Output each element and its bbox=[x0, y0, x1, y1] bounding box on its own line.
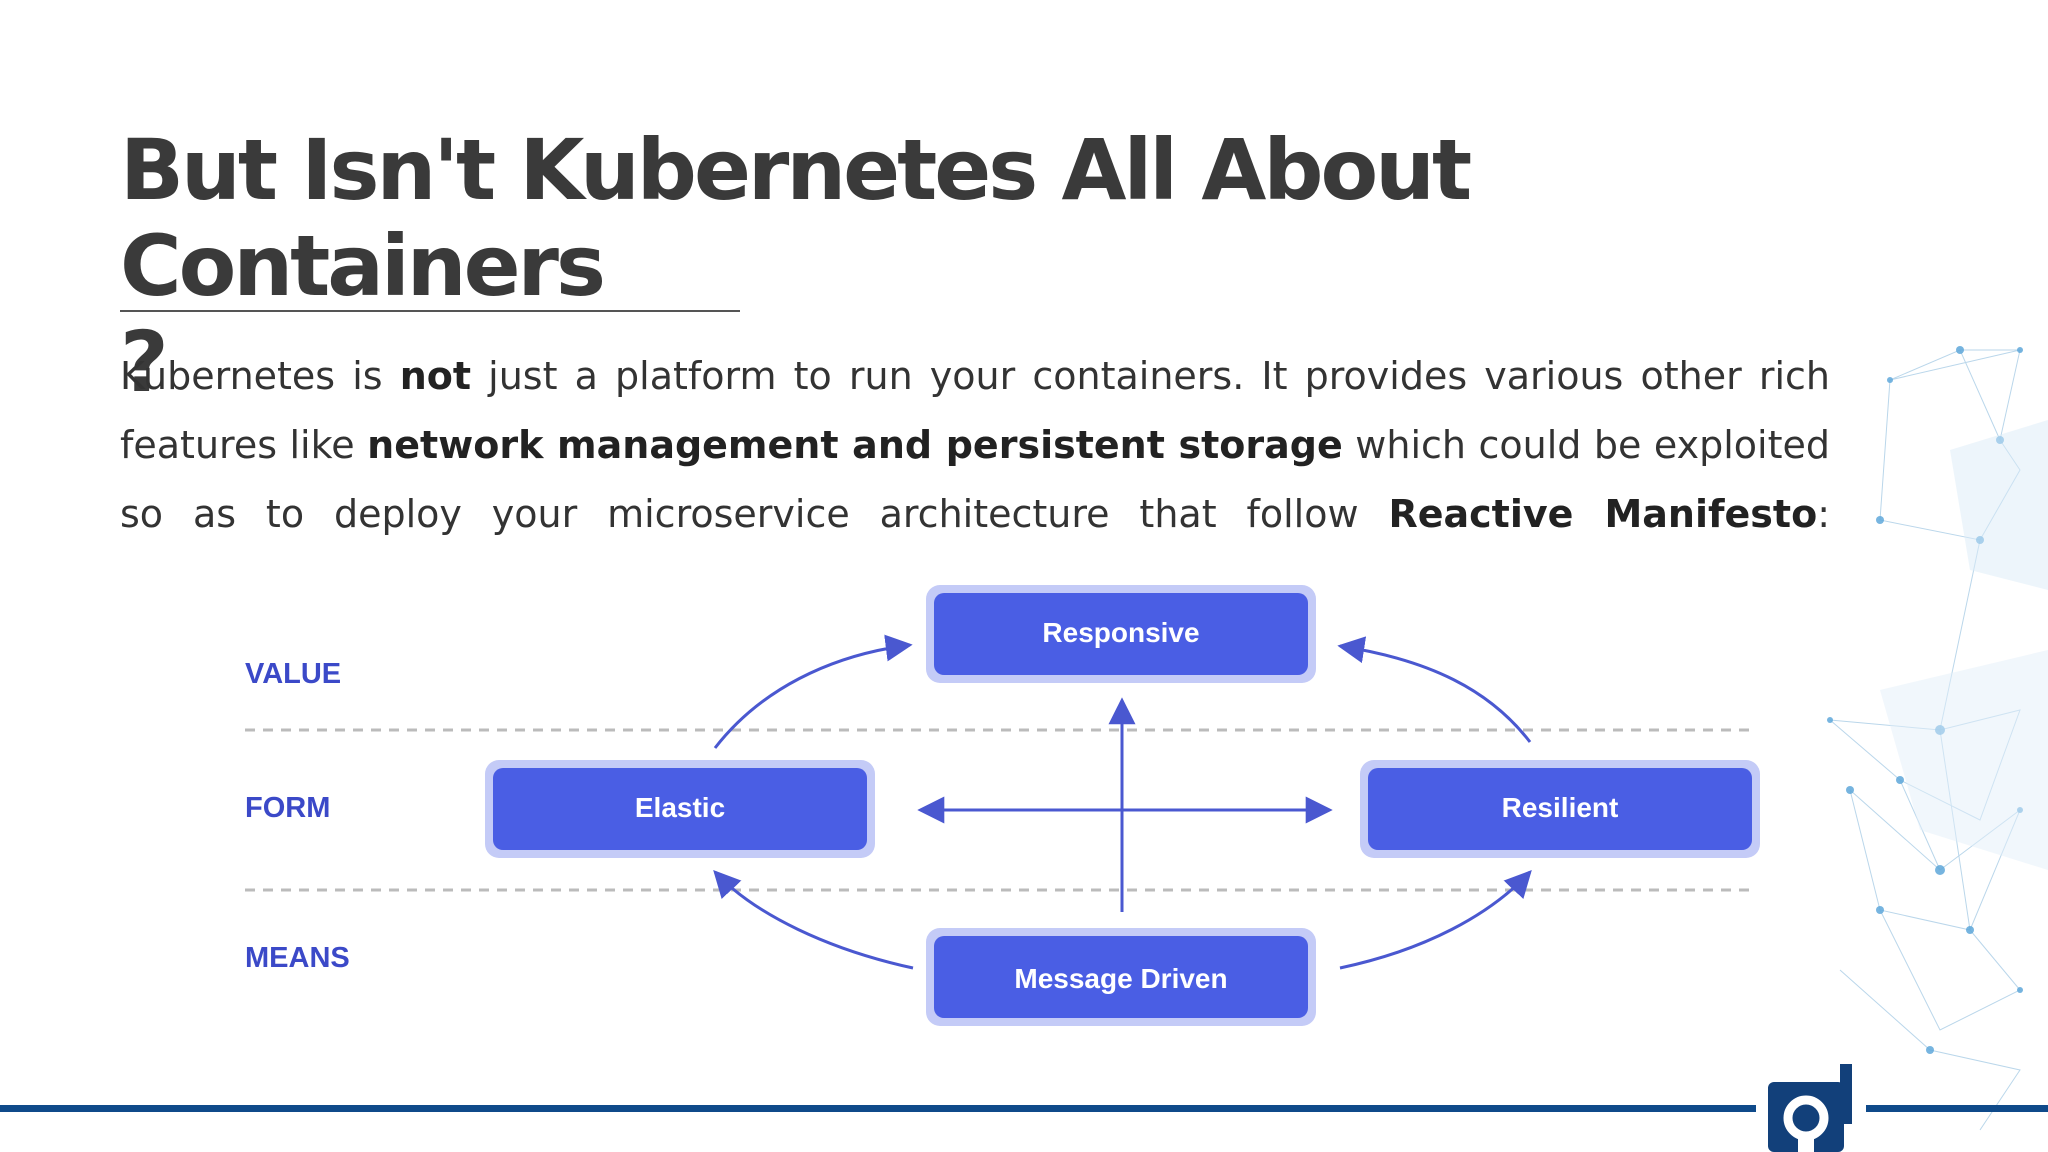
slide-title: But Isn't Kubernetes All About Container… bbox=[120, 122, 1820, 410]
company-logo-icon bbox=[1768, 1064, 1852, 1152]
level-label-value: VALUE bbox=[245, 658, 341, 690]
level-label-form: FORM bbox=[245, 792, 330, 824]
slide-title-line2: ? bbox=[120, 313, 169, 411]
arrow-message-to-resilient bbox=[1339, 870, 1532, 970]
body-text-4: : bbox=[1817, 492, 1830, 536]
title-underline bbox=[120, 310, 740, 312]
slide-title-line1: But Isn't Kubernetes All About Container… bbox=[120, 121, 1472, 315]
node-elastic-label: Elastic bbox=[635, 792, 725, 823]
node-resilient-label: Resilient bbox=[1502, 792, 1619, 823]
node-resilient: Resilient bbox=[1360, 760, 1760, 858]
arrow-message-to-elastic bbox=[713, 870, 914, 970]
node-responsive-label: Responsive bbox=[1042, 617, 1199, 648]
node-message-driven-label: Message Driven bbox=[1014, 963, 1227, 994]
body-bold-reactive-manifesto: Reactive Manifesto bbox=[1388, 492, 1818, 536]
footer-bar-left bbox=[0, 1105, 1756, 1112]
node-elastic: Elastic bbox=[485, 760, 875, 858]
arrow-elastic-to-responsive bbox=[713, 634, 913, 749]
footer-bar-right bbox=[1866, 1105, 2048, 1112]
arrow-resilient-to-responsive bbox=[1337, 636, 1532, 743]
body-paragraph: Kubernetes is not just a platform to run… bbox=[120, 342, 1830, 549]
body-text-2: just a platform to run your containers. … bbox=[120, 354, 1830, 467]
body-bold-not: not bbox=[399, 354, 472, 398]
node-message-driven: Message Driven bbox=[926, 928, 1316, 1026]
node-responsive: Responsive bbox=[926, 585, 1316, 683]
network-mesh-decoration bbox=[1827, 346, 2048, 1131]
reactive-manifesto-diagram: VALUE FORM MEANS Responsive Elastic Resi… bbox=[245, 585, 1760, 1026]
level-label-means: MEANS bbox=[245, 942, 350, 974]
body-bold-features: network management and persistent storag… bbox=[367, 423, 1343, 467]
body-text-1: Kubernetes is bbox=[120, 354, 400, 398]
body-text-3: which could be exploited so as to deploy… bbox=[120, 423, 1830, 536]
